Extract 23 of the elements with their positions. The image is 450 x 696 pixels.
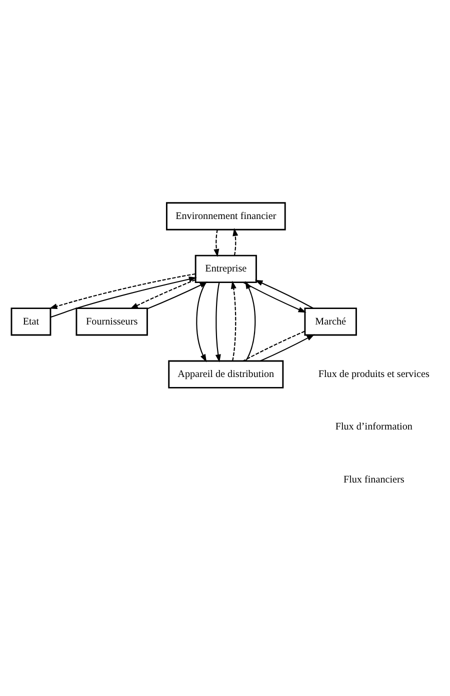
arrow	[196, 282, 207, 362]
arrow	[230, 280, 236, 361]
arrow	[130, 279, 196, 309]
arrow	[50, 276, 197, 318]
legend-label: Flux financiers	[343, 474, 404, 486]
connector	[242, 330, 305, 362]
arrow	[245, 280, 256, 362]
node-box: Environnement financier	[166, 202, 286, 230]
arrow	[214, 230, 220, 257]
arrow	[49, 273, 196, 309]
legend-label: Flux de produits et services	[318, 369, 430, 380]
node-box: Entreprise	[194, 254, 257, 284]
arrow	[147, 282, 208, 310]
arrow	[242, 282, 306, 313]
arrow	[260, 334, 315, 362]
arrow	[215, 282, 221, 362]
node-box: Marché	[304, 308, 357, 336]
arrow	[232, 228, 238, 256]
arrow	[254, 280, 314, 309]
node-box: Appareil de distribution	[168, 360, 284, 388]
legend-label: Flux d’information	[335, 422, 412, 433]
node-box: Etat	[10, 308, 52, 336]
node-box: Fournisseurs	[76, 308, 148, 336]
